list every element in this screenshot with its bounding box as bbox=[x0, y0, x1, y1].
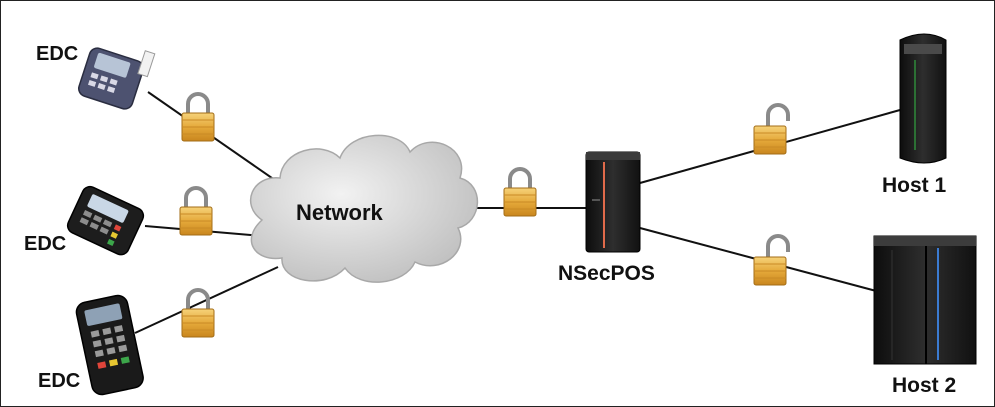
lock-closed-icon-edc1 bbox=[180, 92, 216, 143]
lock-open-icon-host1 bbox=[752, 103, 790, 156]
edc-terminal-3 bbox=[75, 294, 144, 396]
nsecpos-server bbox=[585, 151, 641, 253]
lock-closed-icon-edc2 bbox=[178, 186, 214, 237]
network-cloud bbox=[250, 134, 479, 283]
edc-3-label: EDC bbox=[38, 370, 80, 392]
host-2-server bbox=[873, 235, 977, 365]
edc-2-label: EDC bbox=[24, 233, 66, 255]
host-1-server bbox=[899, 33, 947, 164]
lock-closed-icon-edc3 bbox=[180, 288, 216, 339]
lock-closed-icon-network bbox=[502, 167, 538, 218]
network-label: Network bbox=[296, 200, 384, 225]
edc-1-label: EDC bbox=[36, 43, 78, 65]
nsecpos-label: NSecPOS bbox=[558, 262, 655, 285]
edc-terminal-1 bbox=[78, 47, 156, 110]
lock-open-icon-host2 bbox=[752, 234, 790, 287]
host-1-label: Host 1 bbox=[882, 174, 947, 197]
edc-terminal-2 bbox=[66, 185, 145, 256]
host-2-label: Host 2 bbox=[892, 374, 956, 397]
link-edc1-network bbox=[147, 91, 283, 186]
